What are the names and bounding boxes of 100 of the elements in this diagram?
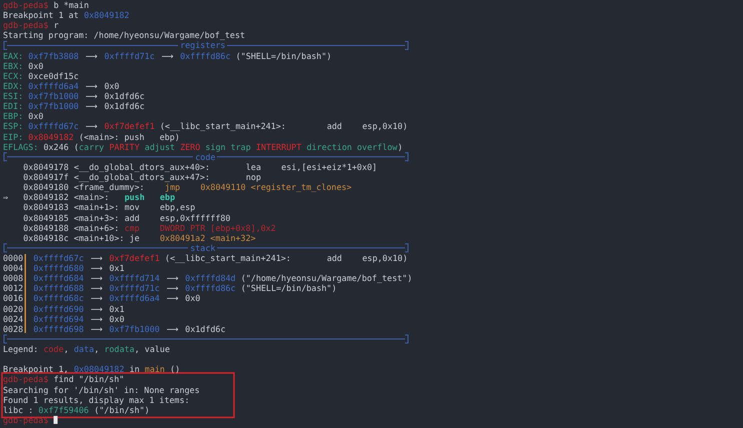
terminal-text: cmp <box>124 222 140 233</box>
terminal-text: 0x0 <box>109 314 124 324</box>
terminal-text: 0xffffd694 <box>33 314 84 324</box>
terminal-text: 0xf7defef1 <box>109 253 160 263</box>
terminal-text: 0016 <box>3 293 24 304</box>
terminal-text: lea <box>246 162 262 172</box>
terminal-text: 0xffffd86c <box>185 283 236 294</box>
arrow-glyph: ⟶ <box>165 293 180 304</box>
arrow-glyph: ⟶ <box>90 304 104 314</box>
terminal-text: ("/bin/sh") <box>94 404 150 415</box>
terminal-text: ( <box>74 142 79 152</box>
terminal-text: add <box>326 253 342 263</box>
terminal-text: , <box>134 344 140 354</box>
terminal-text: 0028 <box>3 324 24 334</box>
shell-prompt: gdb-peda$ <box>3 20 48 30</box>
terminal-text: (<main>: push ebp) <box>78 132 180 142</box>
terminal-text: 0x1dfd6c <box>185 324 226 334</box>
terminal-text: Legend: <box>3 344 38 354</box>
terminal-text: <__do_global_dtors_aux+47>: <box>74 172 210 182</box>
arrow-glyph: ⟶ <box>84 101 99 112</box>
terminal-text: ) <box>398 142 403 152</box>
terminal-text: Starting program: /home/hyeonsu/Wargame/bof_test <box>3 30 246 40</box>
terminal-text: 0x0 <box>28 60 44 71</box>
terminal-text: in <box>130 364 140 374</box>
arrow-glyph: ⟶ <box>160 50 174 61</box>
terminal-text: 0x80491a2 <main+32> <box>160 232 256 243</box>
legend-item: code <box>43 344 64 354</box>
terminal-text: (<__libc_start_main+241>: <box>160 121 286 132</box>
terminal-text: 0x08049182 <box>74 364 124 374</box>
terminal-text: je <box>130 232 140 243</box>
shell-prompt: gdb-peda$ <box>3 414 48 425</box>
terminal-text: b *main <box>54 0 89 10</box>
terminal-text: 0x8049182 <box>84 10 130 20</box>
arrow-glyph: ⟶ <box>90 263 104 274</box>
terminal-text: Found 1 results, display max 1 items: <box>3 394 190 405</box>
terminal-text: ("SHELL=/bin/bash") <box>240 283 337 294</box>
shell-prompt: gdb-peda$ <box>3 0 48 10</box>
terminal-text: 0x1 <box>109 263 124 274</box>
terminal-text: direction overflow <box>306 142 398 152</box>
terminal-text: jmp <box>164 182 180 192</box>
terminal-text: INTERRUPT <box>256 142 302 152</box>
terminal-text: 0x8049182 <box>28 132 74 142</box>
terminal-text: 0x8049183 <box>23 202 69 212</box>
terminal-text: 0x804918c <box>23 232 69 243</box>
terminal-text: ESP: <box>3 121 24 132</box>
terminal-text: 0xf7fb3808 <box>28 50 79 61</box>
terminal-text: (<__libc_start_main+241>: <box>164 253 291 263</box>
arrow-glyph: ⟶ <box>165 273 180 284</box>
arrow-glyph: ⟶ <box>165 324 180 334</box>
terminal-text: ECX: <box>3 70 24 81</box>
terminal-text: carry <box>78 142 104 152</box>
terminal-text: 0xffffd6a4 <box>28 80 79 91</box>
terminal-text: PARITY <box>109 142 140 152</box>
terminal-text: 0xf7defef1 <box>104 121 155 132</box>
terminal-text: 0x1dfd6c <box>104 101 145 112</box>
terminal-text: EDX: <box>3 80 24 91</box>
terminal-text: ebp <box>160 192 175 202</box>
terminal-text: 0004 <box>3 263 24 274</box>
terminal-text: sign trap <box>205 142 251 152</box>
terminal-text: mov <box>124 202 140 212</box>
terminal-text: EIP: <box>3 132 24 142</box>
terminal-text: 0x1dfd6c <box>104 91 145 102</box>
terminal-text: 0xffffd68c <box>33 293 84 304</box>
arrow-glyph: ⟶ <box>90 253 104 263</box>
legend-item: data <box>74 344 94 354</box>
terminal-text: add <box>326 121 342 132</box>
terminal-text: 0x246 <box>43 142 69 152</box>
terminal-text: 0x8049178 <box>23 162 69 172</box>
terminal-text: , <box>94 344 100 354</box>
terminal-text: 0x8049180 <box>23 182 69 192</box>
section-title: code <box>193 152 218 162</box>
terminal-text: EAX: <box>3 50 24 61</box>
terminal-text: ("SHELL=/bin/bash") <box>236 50 332 61</box>
terminal-text: r <box>54 20 59 30</box>
section-title: stack <box>188 242 218 253</box>
arrow-glyph: ⟶ <box>84 121 99 132</box>
terminal-text: ⇒ <box>3 192 8 202</box>
terminal-text: 0xffffd84d <box>185 273 236 284</box>
terminal-text: EDI: <box>3 101 24 112</box>
terminal-text: find "/bin/sh" <box>54 374 124 384</box>
arrow-glyph: ⟶ <box>84 80 99 91</box>
terminal-text: 0xffffd698 <box>33 324 84 334</box>
terminal-text: 0xffffd67c <box>28 121 79 132</box>
terminal-text: 0x8049110 <register_tm_clones> <box>200 182 352 192</box>
terminal-text: 0xffffd684 <box>33 273 84 284</box>
arrow-glyph: ⟶ <box>90 283 104 294</box>
terminal-text: 0xffffd86c <box>180 50 231 61</box>
terminal-text: 0xffffd71c <box>104 50 155 61</box>
terminal-text: 0xffffd714 <box>109 273 160 284</box>
terminal-text: 0xce0df15c <box>28 70 79 81</box>
terminal-text: <main+3>: <box>74 212 120 223</box>
terminal-text: <main+1>: <box>74 202 120 212</box>
terminal-text: 0xf7fb1000 <box>28 101 79 112</box>
terminal-text: , <box>64 344 69 354</box>
terminal-text: 0x8049185 <box>23 212 69 223</box>
terminal-text: <main+10>: <box>74 232 124 243</box>
arrow-glyph: ⟶ <box>90 324 104 334</box>
terminal-text: 0x8049188 <box>23 222 69 233</box>
terminal-text: EBP: <box>3 111 24 122</box>
terminal-text: 0xf7fb1000 <box>28 91 79 102</box>
